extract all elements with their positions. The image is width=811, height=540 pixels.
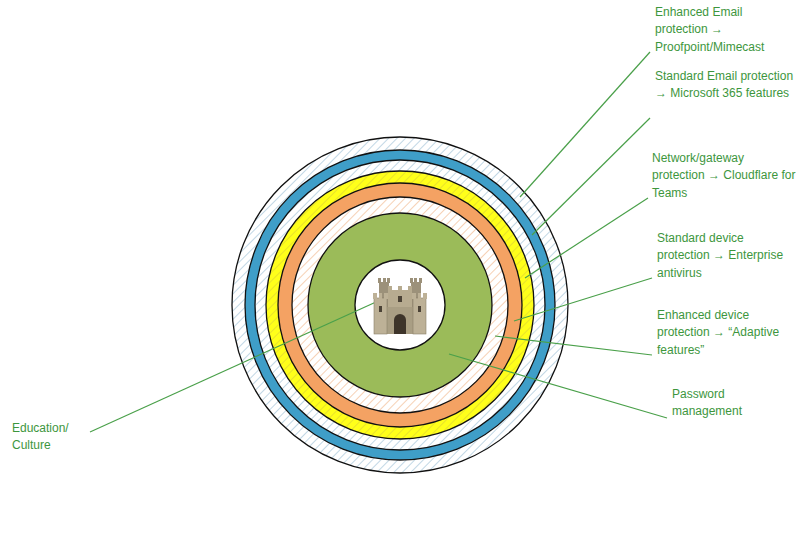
label-anchor: Password management — [672, 386, 772, 421]
orange-ring — [278, 183, 522, 427]
outer-hatched-ring — [232, 137, 568, 473]
ring-label: Network/gateway protection → Cloudflare … — [652, 150, 800, 202]
label-anchor: Network/gateway protection → Cloudflare … — [652, 150, 800, 202]
ring-label: Standard device protection → Enterprise … — [657, 230, 797, 282]
leader-line — [90, 302, 376, 432]
ring-label: Enhanced device protection → “Adaptive f… — [657, 307, 797, 359]
hatched-ring — [255, 160, 545, 450]
ring-label: Education/ Culture — [12, 420, 94, 455]
blue-ring — [245, 150, 555, 460]
leader-line — [495, 336, 652, 355]
leader-line — [520, 52, 650, 197]
label-anchor: Education/ Culture — [12, 420, 94, 455]
leader-line — [532, 118, 650, 235]
ring-label: Password management — [672, 386, 772, 421]
leader-line — [514, 278, 652, 321]
ring-label: Enhanced Email protection → Proofpoint/M… — [655, 4, 795, 56]
label-anchor: Standard device protection → Enterprise … — [657, 230, 797, 282]
label-anchor: Enhanced device protection → “Adaptive f… — [657, 307, 797, 359]
label-anchor: Standard Email protection → Microsoft 36… — [655, 68, 803, 103]
label-anchor: Enhanced Email protection → Proofpoint/M… — [655, 4, 795, 56]
peach-ring — [292, 197, 508, 413]
leader-line — [449, 354, 667, 418]
yellow-ring — [266, 171, 534, 439]
castle-picture — [373, 278, 427, 334]
green-ring — [308, 213, 492, 397]
leader-line — [525, 198, 648, 278]
ring-label: Standard Email protection → Microsoft 36… — [655, 68, 803, 103]
